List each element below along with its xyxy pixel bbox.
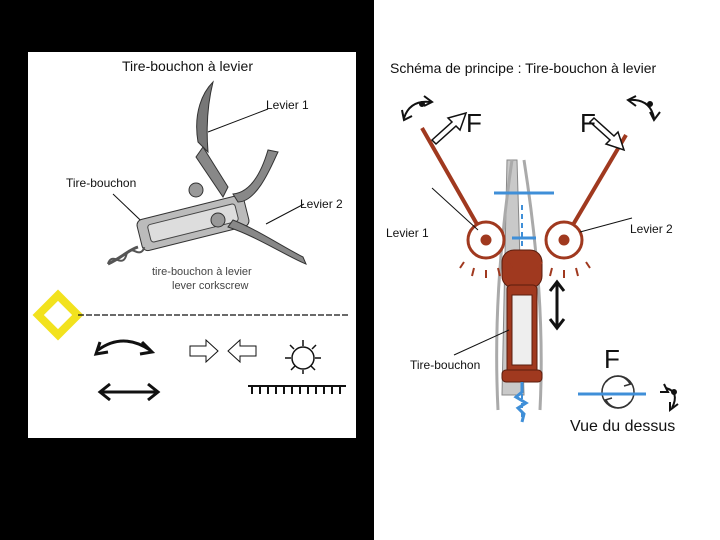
top-view-rotation-icon [601,375,635,409]
corkscrew-photo [107,80,307,266]
red-housing [501,249,543,383]
left-title: Tire-bouchon à levier [122,58,253,74]
rotation-arrow-bottom-icon [660,383,679,412]
left-panel-inner: Tire-bouchon à levier [28,52,356,438]
gear-rack-icon [248,340,346,394]
right-label-levier2: Levier 2 [630,222,673,236]
rotation-arrow-top-left-icon [401,95,434,122]
left-label-levier2: Levier 2 [300,197,343,211]
lever-right [562,133,628,242]
label-vue-du-dessus: Vue du dessus [570,418,676,435]
gear-right [537,220,591,278]
left-diagram [32,80,350,402]
yellow-badge [32,289,84,341]
vertical-double-arrow-icon [548,279,566,331]
force-arrow-left [430,111,468,146]
force-arrow-right [588,116,626,152]
right-label-tirebouchon: Tire-bouchon [410,358,481,372]
push-arrows-icon [189,338,257,364]
leader-levier1 [207,108,269,133]
leader-tirebouchon [453,329,510,356]
photo-caption-line2: lever corkscrew [172,280,249,292]
force-label-left: F [466,108,482,138]
right-title: Schéma de principe : Tire-bouchon à levi… [390,60,657,76]
leader-levier1 [431,187,479,231]
left-panel: Tire-bouchon à levier [22,46,362,444]
right-panel-inner: Schéma de principe : Tire-bouchon à levi… [374,0,720,540]
right-diagram [401,95,679,423]
left-label-tirebouchon: Tire-bouchon [66,176,137,190]
right-label-levier1: Levier 1 [386,226,429,240]
screw-tip [513,382,529,423]
rotation-arrow-top-right-icon [626,95,661,122]
left-label-levier1: Levier 1 [266,98,309,112]
photo-caption-line1: tire-bouchon à levier [152,266,252,278]
double-arrow-icon [97,382,161,402]
force-label-right: F [580,108,596,138]
lever-left [420,127,488,241]
leader-levier2 [265,203,305,225]
force-label-bottom: F [604,344,620,374]
right-panel: Schéma de principe : Tire-bouchon à levi… [370,0,720,540]
rotation-arrow-icon [93,339,156,356]
leader-levier2 [579,217,633,233]
gear-left [459,220,513,278]
